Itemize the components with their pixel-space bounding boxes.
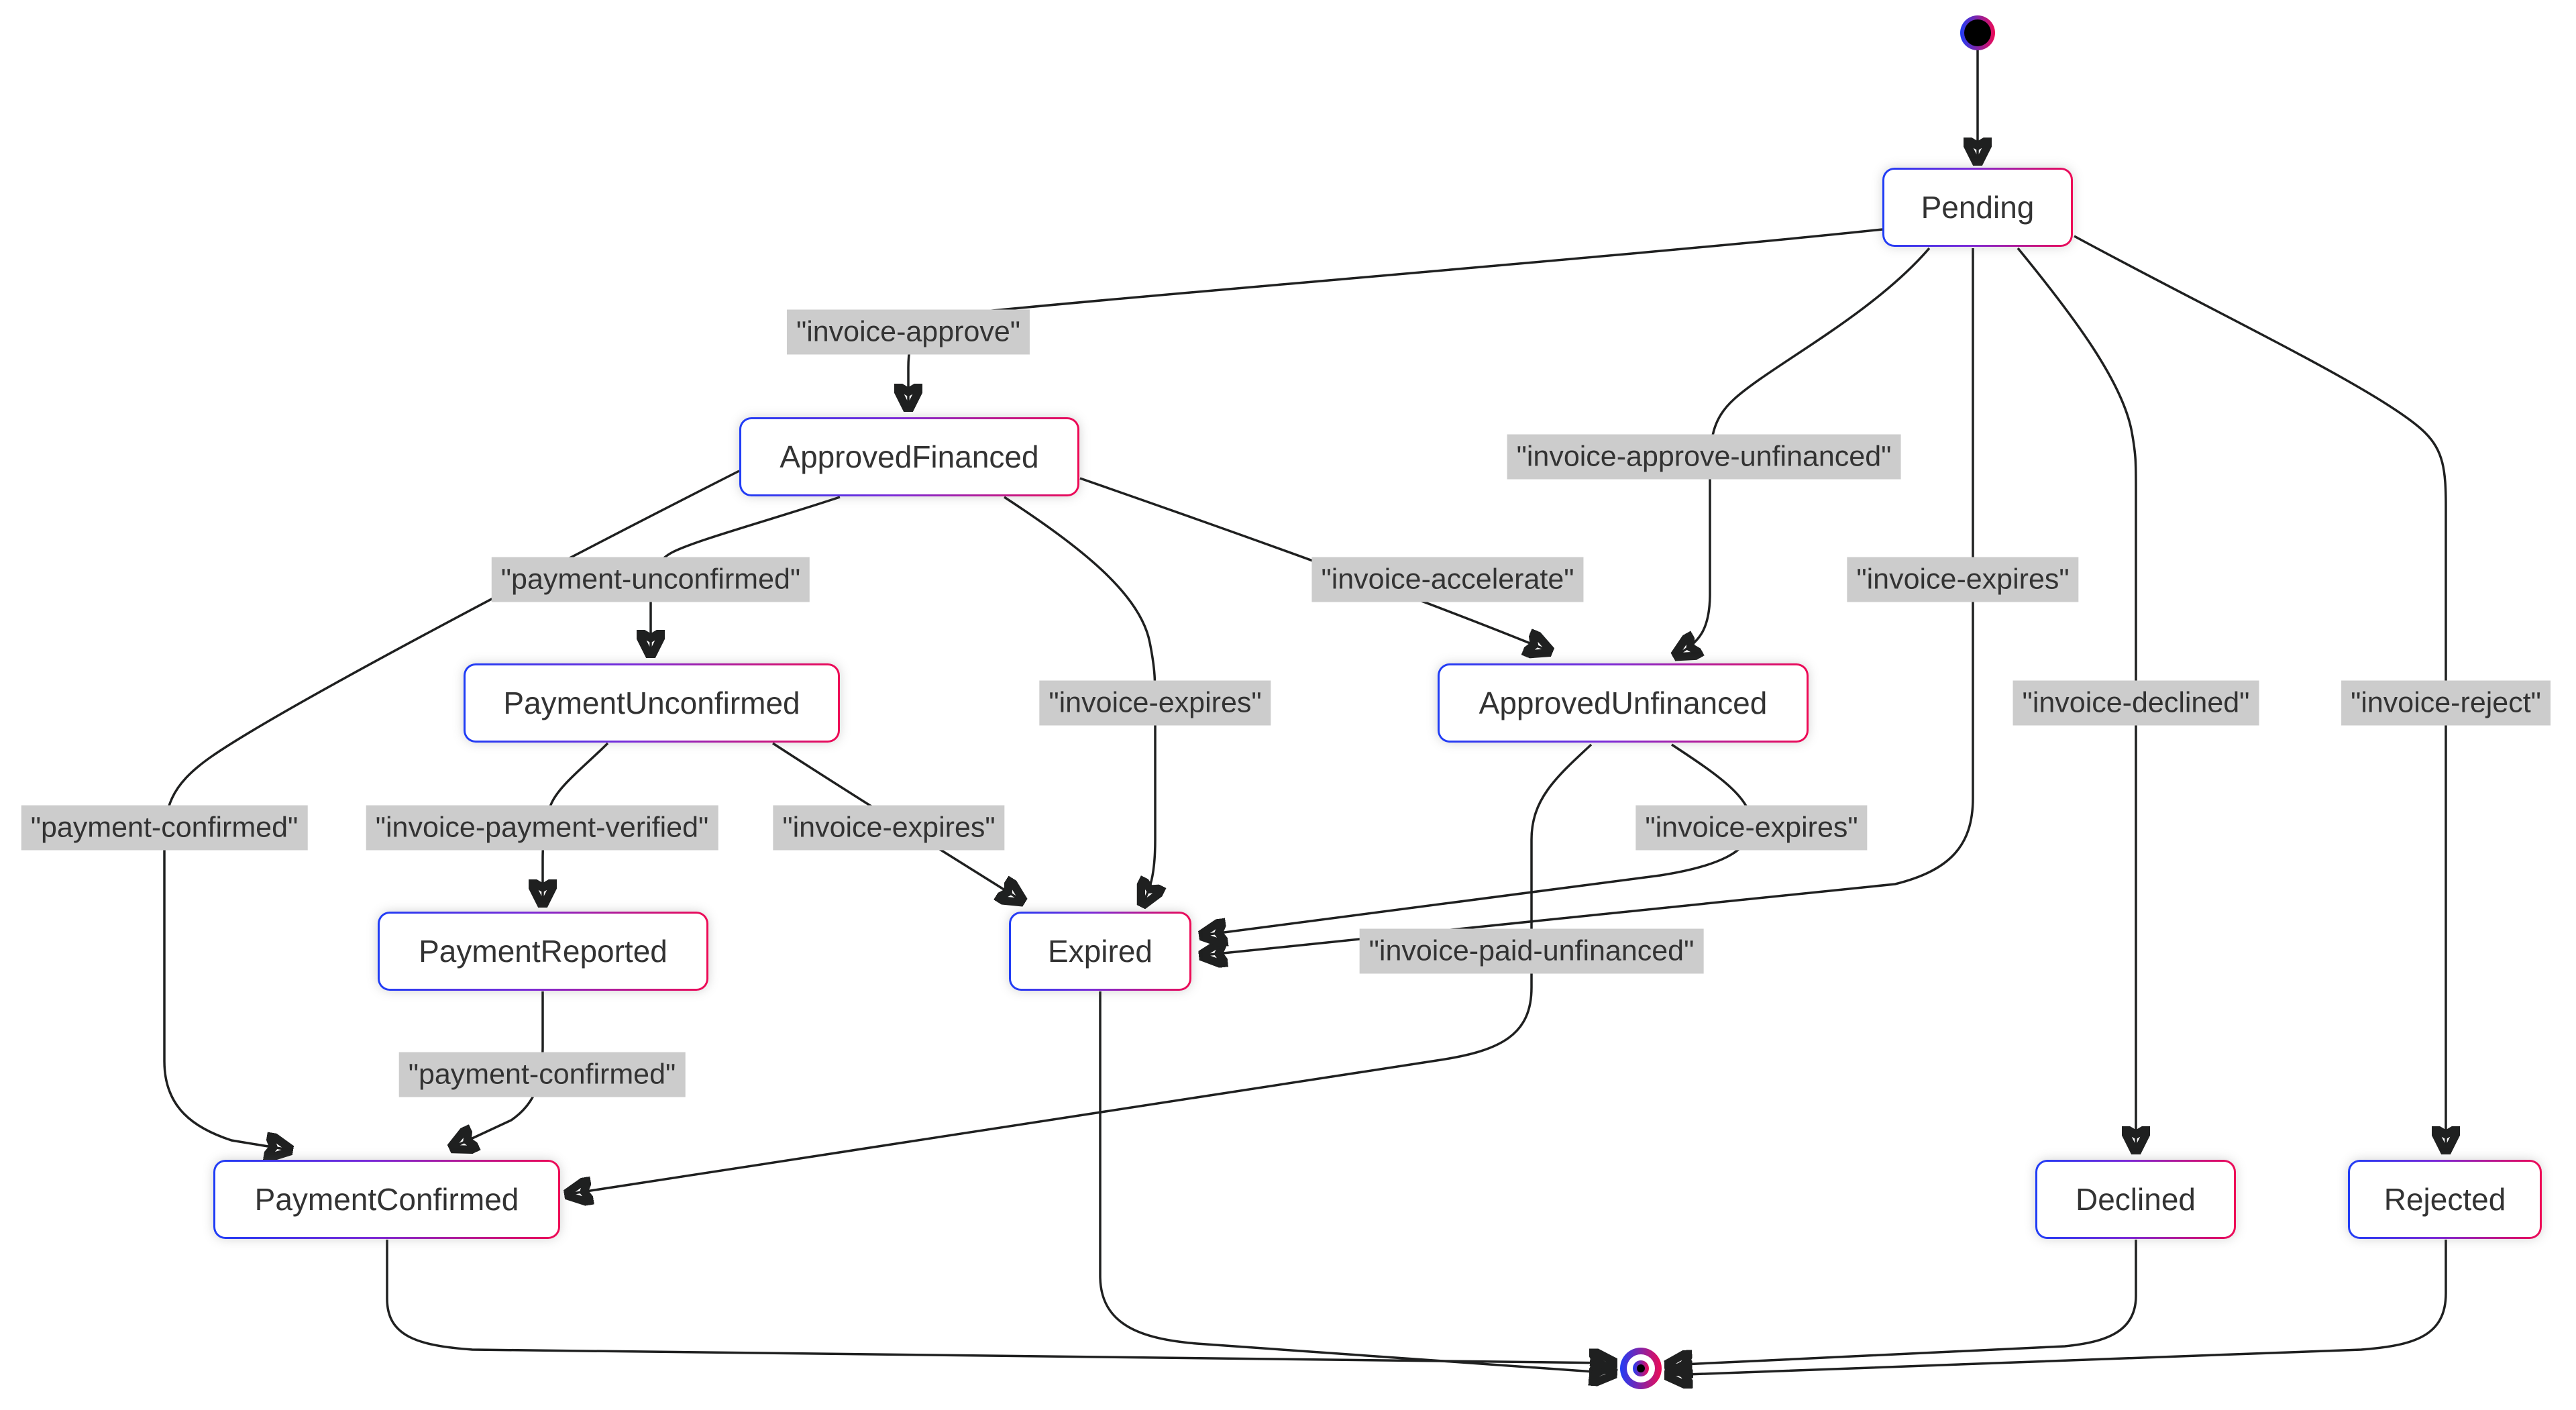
final-state-inner-ring	[1633, 1360, 1649, 1376]
state-declined: Declined	[2035, 1160, 2236, 1239]
edge-rejected-final	[1669, 1240, 2447, 1375]
edge-label-invoice-expires-approvedunfinanced: "invoice-expires"	[1635, 805, 1868, 851]
state-expired: Expired	[1009, 912, 1191, 991]
state-pending: Pending	[1882, 168, 2073, 247]
edge-label-invoice-payment-verified: "invoice-payment-verified"	[366, 805, 718, 851]
edge-label-invoice-expires-paymentunconfirmed: "invoice-expires"	[773, 805, 1005, 851]
edge-label-invoice-expires-pending: "invoice-expires"	[1847, 557, 2079, 602]
edge-approvedunfinanced-paymentconfirmed	[569, 743, 1593, 1194]
edge-label-invoice-paid-unfinanced: "invoice-paid-unfinanced"	[1359, 928, 1704, 974]
edge-paymentconfirmed-final	[386, 1240, 1613, 1363]
edge-label-invoice-expires-approvedfinanced: "invoice-expires"	[1039, 680, 1271, 726]
final-state-node	[1620, 1348, 1662, 1389]
edge-label-payment-confirmed-left: "payment-confirmed"	[21, 805, 308, 851]
state-payment-confirmed: PaymentConfirmed	[213, 1160, 560, 1239]
edge-label-invoice-approve: "invoice-approve"	[786, 309, 1030, 355]
edge-label-invoice-declined: "invoice-declined"	[2012, 680, 2259, 726]
edge-label-payment-confirmed-reported: "payment-confirmed"	[398, 1052, 686, 1097]
state-approved-financed: ApprovedFinanced	[739, 417, 1079, 496]
state-payment-reported: PaymentReported	[378, 912, 708, 991]
edge-pending-approvedfinanced	[908, 228, 1883, 407]
state-approved-unfinanced: ApprovedUnfinanced	[1438, 663, 1809, 743]
edge-label-payment-unconfirmed: "payment-unconfirmed"	[491, 557, 810, 602]
initial-state-node	[1960, 15, 1995, 50]
state-rejected: Rejected	[2348, 1160, 2542, 1239]
state-payment-unconfirmed: PaymentUnconfirmed	[464, 663, 840, 743]
edge-pending-approvedunfinanced	[1677, 247, 1931, 655]
edge-pending-expired	[1203, 248, 1974, 955]
final-state-core-dot	[1637, 1364, 1645, 1372]
edge-label-invoice-reject: "invoice-reject"	[2341, 680, 2551, 726]
edge-pending-declined	[2017, 247, 2136, 1150]
edge-label-invoice-accelerate: "invoice-accelerate"	[1311, 557, 1584, 602]
edge-expired-final	[1099, 991, 1613, 1373]
edge-declined-final	[1669, 1240, 2137, 1365]
edge-approvedfinanced-expired	[1004, 496, 1155, 903]
edge-label-invoice-approve-unfinanced: "invoice-approve-unfinanced"	[1507, 434, 1901, 480]
edge-pending-rejected	[2074, 235, 2446, 1150]
